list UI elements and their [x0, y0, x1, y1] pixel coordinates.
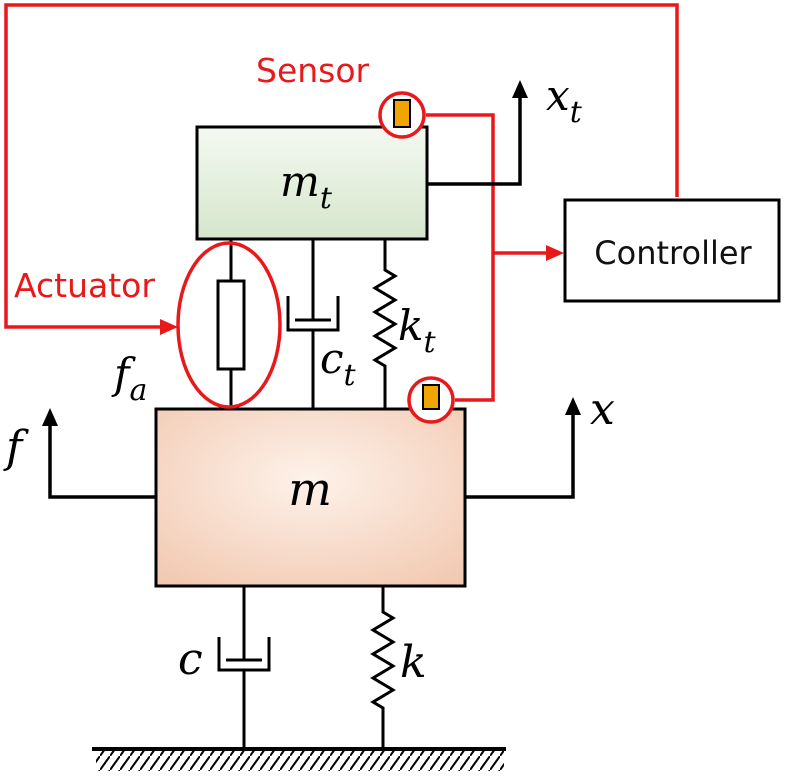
force-arrow [48, 425, 156, 499]
spring [370, 586, 396, 748]
actuator-label: Actuator [14, 266, 155, 305]
sensor-top-line [426, 113, 495, 402]
controller-label: Controller [594, 234, 752, 272]
spring-t-subscript: t [423, 325, 436, 360]
top-mass [195, 125, 429, 241]
force-arrowhead [42, 408, 58, 426]
force-label: f [3, 422, 29, 473]
damper-t-label: ct [320, 334, 357, 393]
top-displacement-label: xt [546, 71, 583, 130]
spring-t [372, 239, 398, 409]
actuator-highlight [176, 241, 282, 409]
top-displacement-symbol: x [546, 71, 570, 120]
actuator-arrowhead [160, 319, 178, 335]
top-mass-label: mt [280, 157, 333, 216]
top-mass-subscript: t [320, 181, 333, 216]
spring-t-symbol: k [398, 301, 423, 350]
main-displacement-label: x [590, 384, 615, 435]
spring-label: k [400, 637, 427, 688]
damper-t-subscript: t [344, 358, 357, 393]
damper-t-symbol: c [320, 334, 344, 383]
damper-label: c [178, 634, 203, 685]
top-displacement-subscript: t [570, 95, 583, 130]
actuator-body [216, 279, 246, 371]
main-displacement-arrow [465, 414, 575, 499]
ground-hatch [96, 749, 504, 771]
actuator-force-subscript: a [130, 373, 148, 408]
sensor-top [393, 99, 411, 128]
spring-t-label: kt [398, 301, 436, 360]
main-displacement-arrowhead [565, 397, 581, 415]
top-displacement-arrow [427, 96, 522, 186]
sensor-label: Sensor [256, 51, 370, 90]
top-mass-symbol: m [280, 157, 320, 206]
controller-box [563, 198, 781, 303]
top-displacement-arrowhead [512, 80, 528, 98]
main-mass-label: m [288, 462, 332, 516]
main-mass [154, 407, 467, 588]
sensor-bottom [422, 384, 440, 410]
control-signal-line [4, 3, 679, 329]
actuator-force-label: fa [111, 349, 147, 408]
controller-arrowhead [546, 245, 564, 261]
